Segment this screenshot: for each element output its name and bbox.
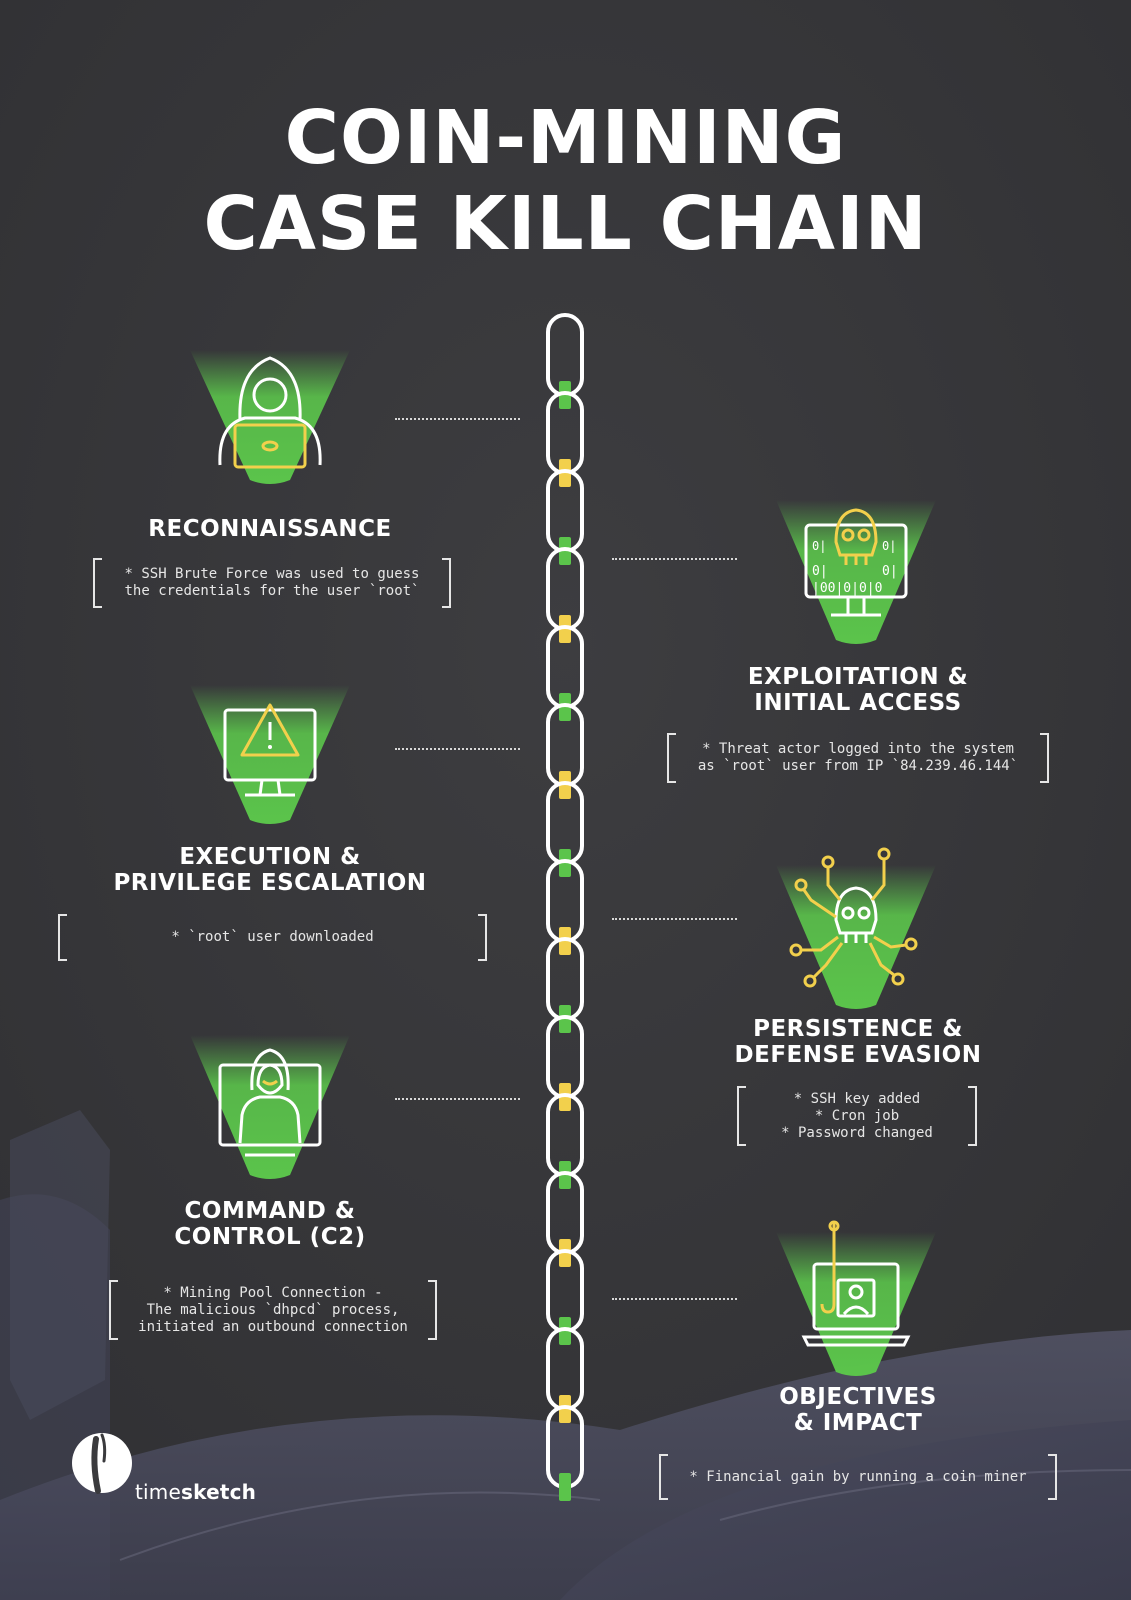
hooded-figure-monitor-icon	[190, 1035, 350, 1179]
timesketch-logo-text: timesketch	[135, 1480, 257, 1504]
warning-monitor-icon	[190, 685, 350, 824]
timesketch-logo-icon	[72, 1433, 132, 1494]
stage-description-objectives: * Financial gain by running a coin miner	[659, 1454, 1057, 1500]
connector-objectives	[612, 1298, 737, 1300]
stage-heading-execution: EXECUTION & PRIVILEGE ESCALATION	[113, 844, 427, 896]
skull-monitor-icon: 0| 0| 0| 0| |00|0|0|0	[776, 500, 936, 644]
connector-execution	[395, 748, 520, 750]
stage-description-reconnaissance: * SSH Brute Force was used to guess the …	[93, 558, 451, 608]
connector-exploitation	[612, 558, 737, 560]
hacker-laptop-icon	[190, 350, 350, 484]
page-title: COIN-MINING CASE KILL CHAIN	[0, 95, 1131, 267]
title-line-2: CASE KILL CHAIN	[203, 181, 928, 267]
stage-heading-exploitation: EXPLOITATION & INITIAL ACCESS	[747, 664, 969, 716]
stage-heading-persistence: PERSISTENCE & DEFENSE EVASION	[734, 1016, 982, 1068]
stage-description-exploitation: * Threat actor logged into the system as…	[667, 733, 1049, 783]
svg-text:0|: 0|	[812, 564, 828, 579]
connector-reconnaissance	[395, 418, 520, 420]
phishing-hook-laptop-icon	[776, 1220, 936, 1376]
svg-text:0|: 0|	[812, 539, 826, 553]
title-line-1: COIN-MINING	[284, 95, 847, 181]
stage-description-persistence: * SSH key added * Cron job * Password ch…	[737, 1086, 977, 1146]
stage-heading-objectives: OBJECTIVES & IMPACT	[779, 1384, 937, 1436]
stage-heading-c2: COMMAND & CONTROL (C2)	[174, 1198, 366, 1250]
connector-c2	[395, 1098, 520, 1100]
connector-persistence	[612, 918, 737, 920]
svg-text:|00|0|0|0: |00|0|0|0	[812, 581, 882, 596]
stage-description-c2: * Mining Pool Connection - The malicious…	[109, 1280, 437, 1340]
skull-network-icon	[776, 847, 936, 1009]
svg-text:0|: 0|	[882, 564, 898, 579]
chain-connector-bar	[559, 1473, 571, 1501]
stage-description-execution: * `root` user downloaded	[58, 914, 487, 961]
svg-text:0|: 0|	[882, 539, 896, 553]
stage-heading-reconnaissance: RECONNAISSANCE	[148, 516, 392, 542]
